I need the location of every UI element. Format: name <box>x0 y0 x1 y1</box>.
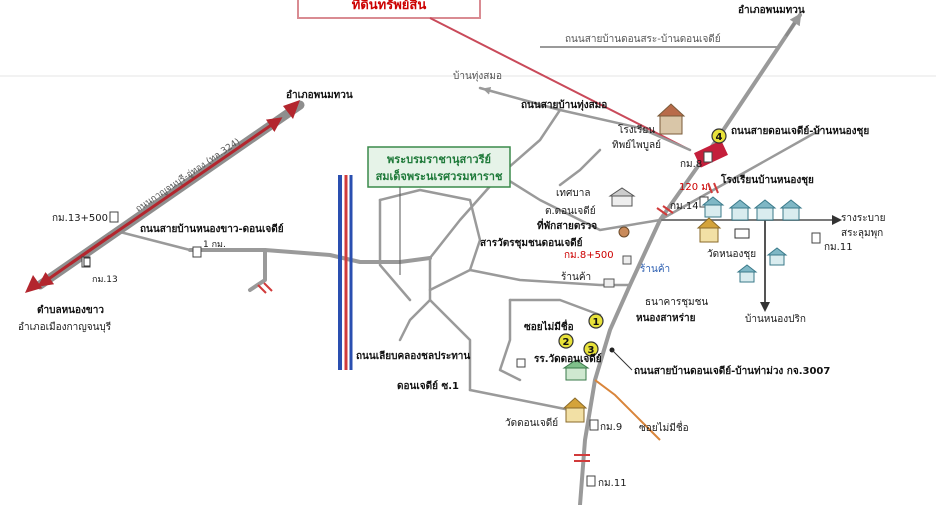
label-road-don-sa: ถนนสายบ้านดอนสระ-บ้านดอนเจดีย์ <box>565 33 721 45</box>
bank-icon <box>734 228 750 239</box>
label-road-kanchanaburi: ถนนกาญจนบุรี-อู่ทอง (ทล.324) <box>134 136 243 214</box>
village-houses-icon <box>701 196 803 283</box>
svg-text:2: 2 <box>563 337 570 348</box>
road-nong-chu <box>658 128 822 222</box>
highway-324 <box>25 100 305 293</box>
label-road-don-chedi-nong-chu: ถนนสายดอนเจดีย์-บ้านหนองชุย <box>731 125 869 137</box>
label-bank-2: หนองสาหร่าย <box>636 312 696 324</box>
police-post-icon <box>618 226 630 238</box>
label-amphoe-phanom-thuan-left: อำเภอพนมทวน <box>286 89 353 101</box>
label-drain-1: รางระบาย <box>841 213 885 224</box>
shop-icon <box>603 278 615 288</box>
road-break-marks <box>257 182 719 462</box>
label-amphoe-phanom-thuan-top: อำเภอพนมทวน <box>738 4 805 16</box>
marker-4[interactable]: 4 <box>711 128 727 144</box>
road-nong-khao <box>188 248 432 264</box>
temple-nong-chu-icon <box>696 217 722 243</box>
label-drain-2: สระลุมพุก <box>841 228 883 239</box>
school-phiboon-icon <box>656 103 686 135</box>
road-soi-orange <box>594 379 661 441</box>
label-km-8: กม.8 <box>680 159 702 170</box>
school-wat-don-chedi-icon <box>562 359 590 381</box>
label-road-canal: ถนนเลียบคลองชลประทาน <box>356 350 470 362</box>
km-post-icon <box>589 419 599 431</box>
temple-don-chedi-icon <box>562 397 588 423</box>
label-shop-2: ร้านค้า <box>640 263 670 275</box>
road-town-east <box>468 268 632 287</box>
label-municipality-2: ต.ดอนเจดีย์ <box>545 205 596 217</box>
road-main-north-arrow <box>784 13 802 37</box>
monument-label-1: พระบรมราชานุสาวรีย์ <box>387 153 491 167</box>
monument-box: พระบรมราชานุสาวรีย์ สมเด็จพระนเรศวรมหารา… <box>367 146 511 188</box>
label-km-11-right: กม.11 <box>824 242 853 253</box>
header-box-text: ที่ดินทรัพย์สิน <box>352 0 427 13</box>
marker-3[interactable]: 3 <box>583 341 599 357</box>
road-don-chedi-soi-1 <box>428 298 472 392</box>
km-post-icon <box>586 475 596 487</box>
road-wat-don-chedi <box>468 388 572 412</box>
km-post-icon <box>192 246 202 258</box>
label-km-13-500: กม.13+500 <box>52 213 108 224</box>
road-nong-khao-west <box>118 230 192 252</box>
road-monument-loop <box>378 198 412 302</box>
label-ban-nong-prik: บ้านหนองปริก <box>745 313 806 325</box>
label-school-phiboon-2: ทิพย์ไพบูลย์ <box>612 139 661 151</box>
road-soi-2 <box>508 298 602 317</box>
km-post-icon <box>811 232 821 244</box>
monument-label-2: สมเด็จพระนเรศวรมหาราช <box>376 169 503 183</box>
road-soi-1 <box>498 298 522 382</box>
municipality-icon <box>608 187 636 207</box>
label-wat-nong-chu: วัดหนองชุย <box>707 249 756 260</box>
nong-khao-post-icon <box>83 257 91 267</box>
km-post-icon <box>703 151 713 163</box>
label-wat-don-chedi: วัดดอนเจดีย์ <box>505 417 558 429</box>
svg-text:4: 4 <box>716 132 723 143</box>
shop-icon-2 <box>622 255 632 265</box>
road-monument-ring <box>378 188 482 292</box>
label-school-phiboon: โรงเรียน <box>618 123 655 136</box>
label-school-nong-chu: โรงเรียนบ้านหนองชุย <box>720 173 814 186</box>
label-ban-thung-samo: บ้านทุ่งสมอ <box>453 70 502 82</box>
label-road-thung-samo: ถนนสายบ้านทุ่งสมอ <box>521 99 607 111</box>
label-km-8-500: กม.8+500 <box>564 250 614 261</box>
label-don-chedi-soi-1: ดอนเจดีย์ ซ.1 <box>397 380 459 392</box>
marker-2[interactable]: 2 <box>558 333 574 349</box>
label-amphoe-mueang: อำเภอเมืองกาญจนบุรี <box>18 321 112 333</box>
irrigation-canal <box>338 175 353 370</box>
label-km-11-bottom: กม.11 <box>598 478 627 489</box>
svg-text:1: 1 <box>593 317 600 328</box>
label-km-9: กม.9 <box>600 422 622 433</box>
road-nong-khao-branch <box>248 248 267 292</box>
road-thung-samo-arrow <box>482 86 506 96</box>
pointer-line <box>429 17 691 151</box>
km-post-icon <box>516 358 526 368</box>
label-shop-1: ร้านค้า <box>561 271 591 283</box>
label-school-wat-don-chedi: รร.วัดดอนเจดีย์ <box>534 353 602 365</box>
label-soi-no-name-2: ซอยไม่มีชื่อ <box>639 420 689 434</box>
label-km-13: กม.13 <box>92 275 118 285</box>
label-120m: 120 ม. <box>679 182 711 193</box>
label-tambon-nong-khao: ตำบลหนองขาว <box>37 304 104 316</box>
km-post-icon <box>109 211 119 223</box>
road-town-west <box>398 256 432 342</box>
road-town-center <box>498 173 662 232</box>
svg-text:3: 3 <box>588 345 595 356</box>
marker-1[interactable]: 1 <box>588 313 604 329</box>
road-thung-samo <box>478 86 692 152</box>
label-police-2: สารวัตรชุมชนดอนเจดีย์ <box>480 237 583 249</box>
label-road-don-chedi-tha-muang: ถนนสายบ้านดอนเจดีย์-บ้านท่าม่วง กจ.3007 <box>634 365 830 377</box>
label-road-nong-khao: ถนนสายบ้านหนองขาว-ดอนเจดีย์ <box>140 223 284 235</box>
header-box: ที่ดินทรัพย์สิน <box>297 0 481 19</box>
label-municipality-1: เทศบาล <box>556 188 590 199</box>
label-soi-no-name-1: ซอยไม่มีชื่อ <box>524 319 574 333</box>
road-municipality <box>558 148 602 187</box>
label-bank-1: ธนาคารชุมชน <box>645 297 708 308</box>
label-km-14: กม.14 <box>670 201 699 212</box>
leader-line-tha-muang <box>611 349 633 371</box>
label-police-1: ที่พักสายตรวจ <box>537 218 597 232</box>
label-km-1: 1 กม. <box>203 240 226 250</box>
